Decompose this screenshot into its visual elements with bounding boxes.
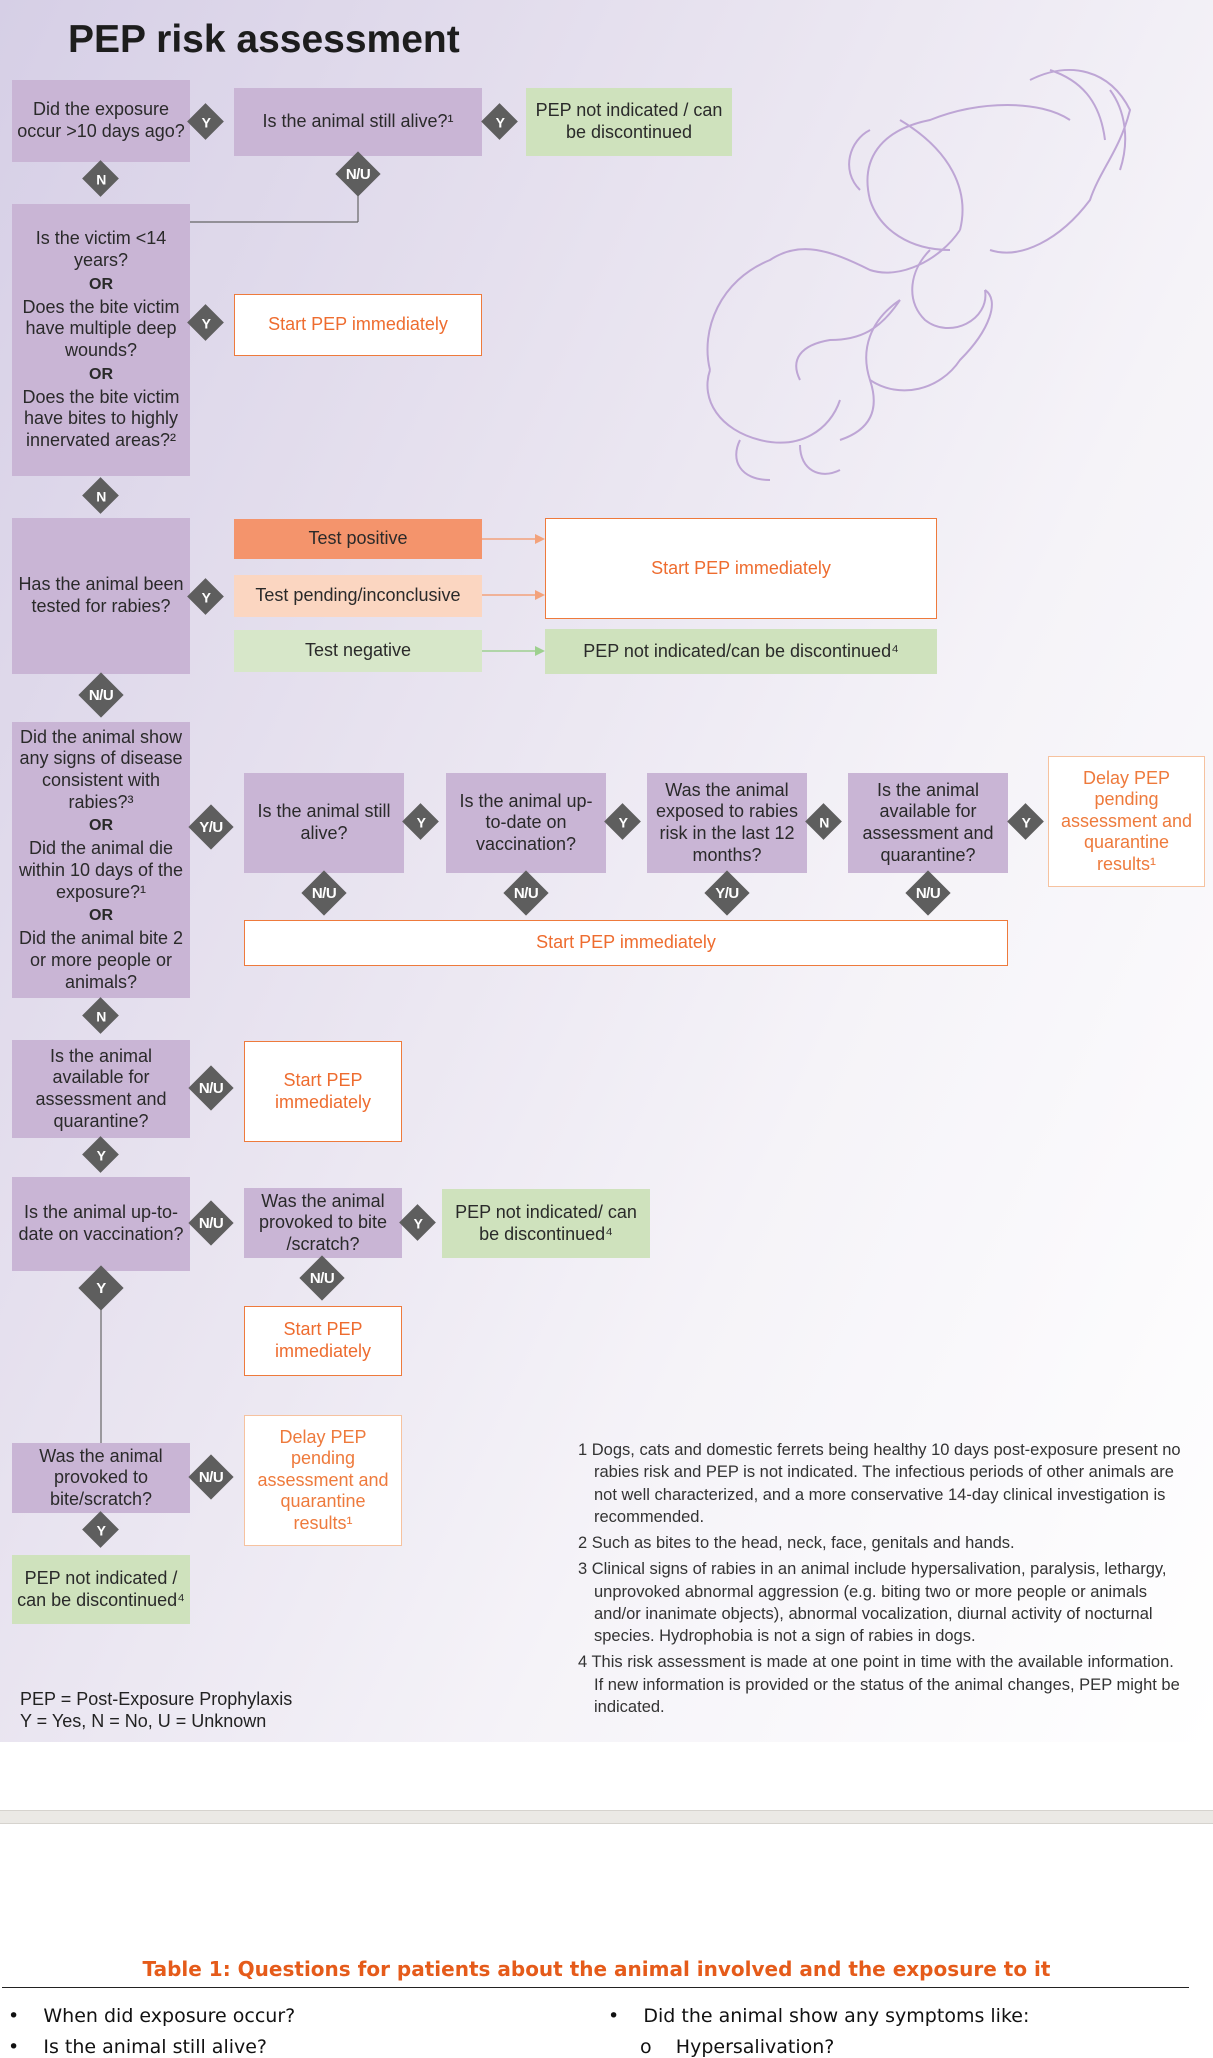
or-label: OR (89, 817, 113, 835)
test-positive-label: Test positive (234, 519, 482, 559)
signs-question: Did the animal show any signs of disease… (19, 726, 183, 812)
page-title: PEP risk assessment (68, 18, 460, 61)
decision-yes: Y (187, 578, 225, 616)
decision-no-unknown: N/U (301, 870, 347, 916)
result-start-pep: Start PEP immediately (244, 1041, 402, 1142)
table1-subitem: o Hypersalivation? (640, 2036, 835, 2058)
question-exposure-timing: Did the exposure occur >10 days ago? (12, 80, 190, 162)
or-label: OR (89, 365, 113, 383)
decision-yes: Y (481, 103, 519, 141)
decision-no-unknown: N/U (188, 1065, 234, 1111)
result-start-pep: Start PEP immediately (244, 1306, 402, 1376)
question-availability: Is the animal available for assessment a… (848, 773, 1008, 873)
result-pep-not-indicated: PEP not indicated/can be discontinued⁴ (545, 629, 937, 674)
table1-item: • Is the animal still alive? (8, 2036, 268, 2058)
result-start-pep: Start PEP immediately (244, 920, 1008, 966)
diagram-background (0, 0, 1213, 1742)
decision-yes: Y (82, 1511, 120, 1549)
victim-age-question: Is the victim <14 years? (35, 228, 167, 271)
dog-and-person-illustration-icon (706, 69, 1132, 481)
victim-innervated-question: Does the bite victim have bites to highl… (22, 386, 180, 450)
decision-no-unknown: N/U (299, 1255, 345, 1301)
question-provoked: Was the animal provoked to bite /scratch… (244, 1188, 402, 1258)
decision-no-unknown: N/U (335, 151, 381, 197)
question-vaccination: Is the animal up-to-date on vaccination? (12, 1177, 190, 1271)
result-start-pep: Start PEP immediately (234, 294, 482, 356)
victim-wounds-question: Does the bite victim have multiple deep … (22, 296, 180, 360)
decision-yes: Y (82, 1136, 120, 1174)
footnote-3: 3 Clinical signs of rabies in an animal … (578, 1560, 1167, 1646)
question-availability: Is the animal available for assessment a… (12, 1040, 190, 1138)
bit-multiple-question: Did the animal bite 2 or more people or … (18, 928, 184, 992)
decision-yes: Y (1007, 803, 1045, 841)
died-question: Did the animal die within 10 days of the… (18, 838, 184, 902)
table1-item-text: Did the animal show any symptoms like: (643, 2005, 1030, 2027)
decision-no-unknown: N/U (503, 870, 549, 916)
decision-no-unknown: N/U (188, 1200, 234, 1246)
decision-no-unknown: N/U (905, 870, 951, 916)
result-delay-pep: Delay PEP pending assessment and quarant… (244, 1415, 402, 1546)
decision-yes: Y (187, 304, 225, 342)
decision-yes-unknown: Y/U (188, 804, 234, 850)
result-start-pep: Start PEP immediately (545, 518, 937, 619)
table1-item: • Did the animal show any symptoms like: (608, 2005, 1030, 2027)
question-victim-risk: Is the victim <14 years? OR Does the bit… (12, 204, 190, 476)
footnotes: 1 Dogs, cats and domestic ferrets being … (578, 1439, 1183, 1722)
question-vaccination: Is the animal up-to-date on vaccination? (446, 773, 606, 873)
decision-no: N (82, 477, 120, 515)
question-rabies-signs: Did the animal show any signs of disease… (12, 722, 190, 998)
decision-no-unknown: N/U (78, 672, 124, 718)
decision-no-unknown: N/U (188, 1454, 234, 1500)
decision-yes: Y (402, 803, 440, 841)
decision-yes: Y (604, 803, 642, 841)
table1-item-text: When did exposure occur? (43, 2005, 296, 2027)
decision-yes: Y (399, 1204, 437, 1242)
result-pep-not-indicated: PEP not indicated/ can be discontinued⁴ (442, 1189, 650, 1258)
decision-no: N (82, 997, 120, 1035)
footnote-4: 4 This risk assessment is made at one po… (578, 1653, 1180, 1716)
decision-no: N (82, 160, 120, 198)
table1-item: • When did exposure occur? (8, 2005, 296, 2027)
question-animal-tested: Has the animal been tested for rabies? (12, 518, 190, 674)
test-pending-label: Test pending/inconclusive (234, 575, 482, 617)
test-negative-label: Test negative (234, 630, 482, 672)
decision-no: N (805, 803, 843, 841)
decision-yes: Y (187, 103, 225, 141)
footnote-1: 1 Dogs, cats and domestic ferrets being … (578, 1441, 1181, 1526)
or-label: OR (89, 907, 113, 925)
question-animal-alive: Is the animal still alive?¹ (234, 88, 482, 156)
table1-title: Table 1: Questions for patients about th… (142, 1957, 1051, 1981)
table1-rule (2, 1987, 1189, 1988)
table1-item-text: Is the animal still alive? (43, 2036, 268, 2058)
legend: PEP = Post-Exposure Prophylaxis Y = Yes,… (20, 1689, 292, 1732)
table1-subitem-text: Hypersalivation? (675, 2036, 835, 2058)
question-exposed-risk: Was the animal exposed to rabies risk in… (647, 773, 807, 873)
question-animal-alive: Is the animal still alive? (244, 773, 404, 873)
question-provoked: Was the animal provoked to bite/scratch? (12, 1443, 190, 1513)
legend-pep: PEP = Post-Exposure Prophylaxis (20, 1689, 293, 1709)
page-separator (0, 1810, 1213, 1824)
footnote-2: 2 Such as bites to the head, neck, face,… (578, 1534, 1015, 1553)
decision-yes: Y (78, 1265, 124, 1311)
result-pep-not-indicated: PEP not indicated / can be discontinued⁴ (12, 1555, 190, 1624)
connector-lines (100, 69, 1132, 1443)
legend-keys: Y = Yes, N = No, U = Unknown (20, 1710, 267, 1731)
or-label: OR (89, 275, 113, 293)
decision-yes-unknown: Y/U (704, 870, 750, 916)
result-delay-pep: Delay PEP pending assessment and quarant… (1048, 756, 1205, 887)
result-pep-not-indicated: PEP not indicated / can be discontinued (526, 88, 732, 156)
